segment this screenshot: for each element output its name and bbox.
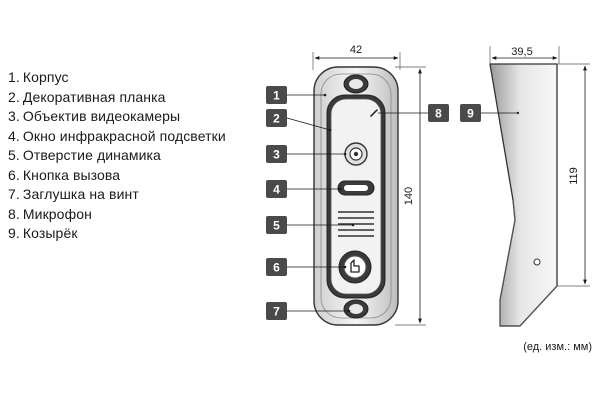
microphone-hole [370,109,378,117]
visor-bottom-edge [519,285,558,327]
legend-item: 9.Козырёк [8,225,78,241]
callout-7 [266,302,287,320]
units-note: (ед. изм.: мм) [523,341,592,353]
legend-item: 8.Микрофон [8,205,92,222]
side-width-label: 39,5 [511,46,532,58]
decorative-panel-face [330,98,382,295]
legend-item: 7.Заглушка на винт [8,186,139,202]
leader-dot [323,93,327,97]
callout-9 [460,104,481,122]
callout-8 [428,104,449,122]
camera-lens-center [353,151,359,157]
legend-item: 4.Окно инфракрасной подсветки [8,127,226,144]
callout-1-label: 1 [273,89,280,103]
callout-9-label: 9 [467,107,474,121]
visor-profile [489,63,558,327]
front-width-label: 42 [350,44,362,56]
callout-6 [266,258,287,276]
screw-plug [349,304,363,314]
visor-edge [499,199,516,326]
leader-dot [347,309,351,313]
side-view: 39,5 119 [489,46,590,327]
leader-dot [343,265,347,269]
speaker-grille [338,211,374,237]
callout-5-label: 5 [273,219,280,233]
callout-3 [266,145,287,163]
ir-window-glass [344,185,368,191]
leader-dot [343,152,347,156]
side-screw-hole [533,258,541,266]
legend-item: 1.Корпус [8,69,69,85]
legend-item: 3.Объектив видеокамеры [8,108,181,124]
callout-4-label: 4 [273,183,280,197]
callout-6-label: 6 [273,261,280,275]
front-view: 42 140 [312,44,426,326]
callout-3-label: 3 [273,148,280,162]
leader-dot [328,128,332,132]
legend-item: 5.Отверстие динамика [8,147,161,163]
legend-item: 6.Кнопка вызова [8,166,121,183]
call-button [343,255,367,279]
legend-item: 2.Декоративная планка [8,88,166,105]
callout-5 [266,216,287,234]
hand-icon [350,259,360,273]
callout-7-label: 7 [273,305,280,319]
callout-1 [266,86,287,104]
callouts: 1 2 3 4 5 6 7 8 [266,86,518,320]
leader-line [286,117,331,131]
top-screw-cap [349,79,363,89]
callout-2 [266,109,287,127]
leader-dot [351,223,355,227]
callout-2-label: 2 [273,112,280,126]
parts-legend: 1.Корпус 2.Декоративная планка 3.Объекти… [8,68,226,244]
leader-dot [338,187,342,191]
side-height-label: 119 [568,167,580,185]
callout-8-label: 8 [435,107,442,121]
callout-4 [266,180,287,198]
front-height-label: 140 [403,187,415,205]
